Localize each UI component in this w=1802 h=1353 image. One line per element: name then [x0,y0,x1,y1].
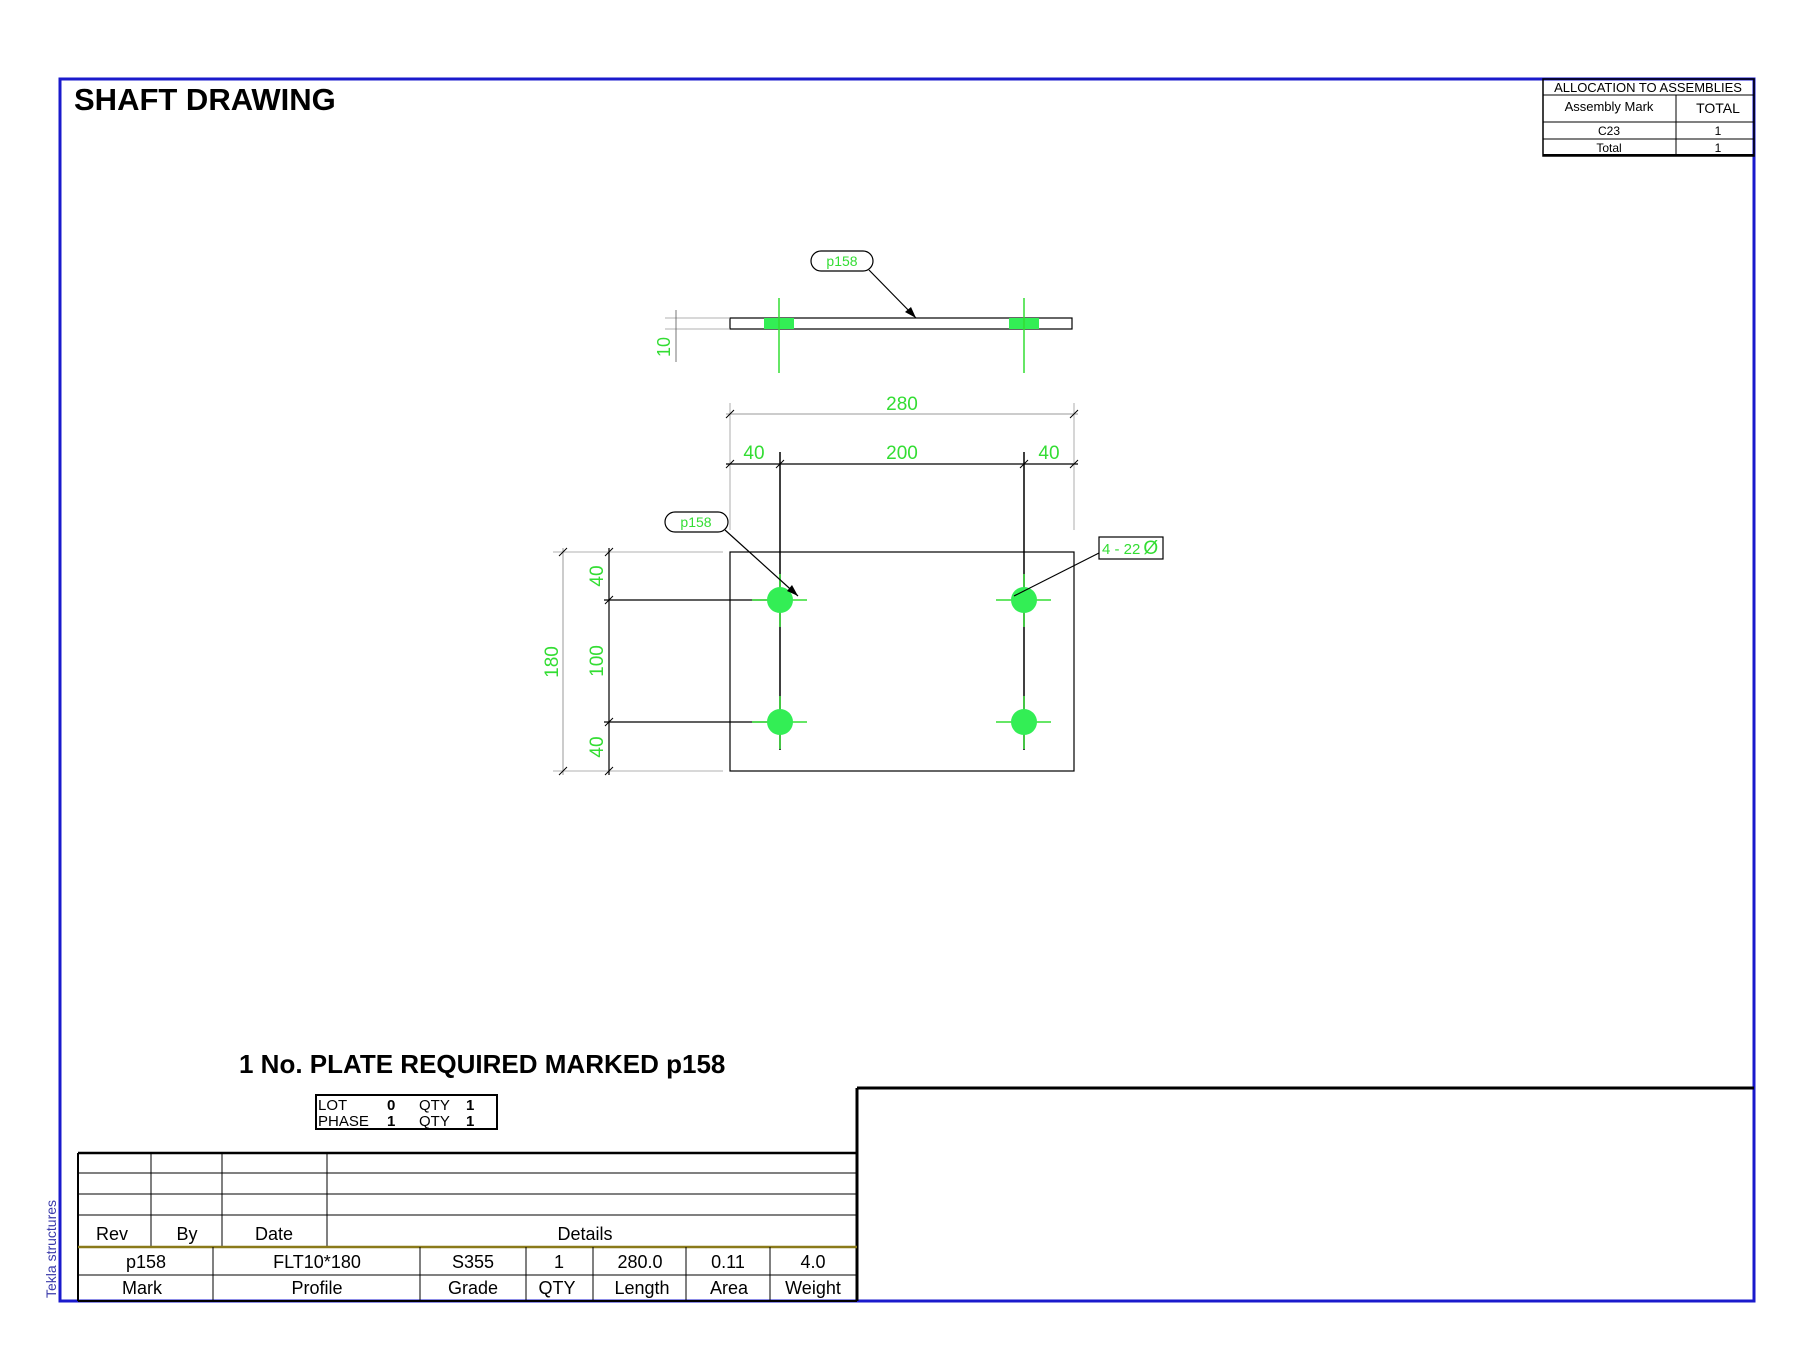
allocation-table: ALLOCATION TO ASSEMBLIES Assembly Mark T… [1542,78,1755,157]
required-note: 1 No. PLATE REQUIRED MARKED p158 [239,1049,725,1079]
software-label: Tekla structures [43,1200,59,1298]
lot-value: 0 [387,1097,395,1114]
hole [996,574,1051,627]
plate-edge [729,317,1073,330]
hole [752,574,807,627]
allocation-row-total: 1 [1715,124,1722,138]
part-value-area: 0.11 [711,1252,745,1272]
hole [752,696,807,749]
part-value-mark: p158 [126,1252,166,1272]
phase-qty-value: 1 [466,1113,474,1130]
revision-header-rev: Rev [96,1224,128,1244]
allocation-row-mark: Total [1596,141,1621,155]
part-header-mark: Mark [122,1278,163,1298]
side-view: 10 p158 [654,250,1073,373]
lot-label: LOT [318,1097,347,1114]
part-mark-tag: p158 [680,514,711,530]
allocation-row-total: 1 [1715,141,1722,155]
allocation-row-mark: C23 [1598,124,1620,138]
part-value-length: 280.0 [617,1252,662,1272]
part-value-grade: S355 [452,1252,494,1272]
part-header-profile: Profile [291,1278,342,1298]
revision-header-by: By [176,1224,197,1244]
allocation-col-mark: Assembly Mark [1565,99,1654,114]
part-header-qty: QTY [538,1278,575,1298]
part-table: p158 FLT10*180 S355 1 280.0 0.11 4.0 Mar… [78,1247,857,1302]
dimension-top: 40 [587,565,608,586]
hole [996,696,1051,749]
part-header-weight: Weight [785,1278,841,1298]
part-header-grade: Grade [448,1278,498,1298]
lot-qty-value: 1 [466,1097,474,1114]
part-header-area: Area [710,1278,749,1298]
lot-qty-label: QTY [419,1097,450,1114]
dimension-left: 40 [743,443,764,464]
phase-qty-label: QTY [419,1113,450,1130]
dimension-thickness: 10 [654,337,674,357]
part-mark-tag: p158 [826,253,857,269]
title-block [855,1086,1754,1301]
revision-table: Rev By Date Details [77,1151,857,1301]
revision-header-date: Date [255,1224,293,1244]
dimension-middle-height: 100 [587,645,608,677]
part-header-length: Length [614,1278,669,1298]
phase-label: PHASE [318,1113,369,1130]
phase-value: 1 [387,1113,395,1130]
lot-phase-box: LOT 0 QTY 1 PHASE 1 QTY 1 [315,1094,498,1130]
plate-outline [729,551,1075,772]
part-value-weight: 4.0 [800,1252,825,1272]
allocation-col-total: TOTAL [1696,100,1740,116]
sheet-frame [58,77,1756,1303]
part-value-profile: FLT10*180 [273,1252,361,1272]
plan-view: 280 40 200 40 180 40 100 40 [542,394,1164,776]
revision-header-details: Details [557,1224,612,1244]
drawing-title: SHAFT DRAWING [74,82,336,117]
allocation-header: ALLOCATION TO ASSEMBLIES [1554,80,1742,95]
dimension-middle: 200 [886,443,918,464]
dimension-right: 40 [1038,443,1059,464]
dimension-overall-length: 280 [886,394,918,415]
dimension-bottom: 40 [587,736,608,757]
part-value-qty: 1 [554,1252,564,1272]
dimension-height-overall: 180 [542,646,563,678]
diameter-symbol: Ø [1143,538,1158,559]
